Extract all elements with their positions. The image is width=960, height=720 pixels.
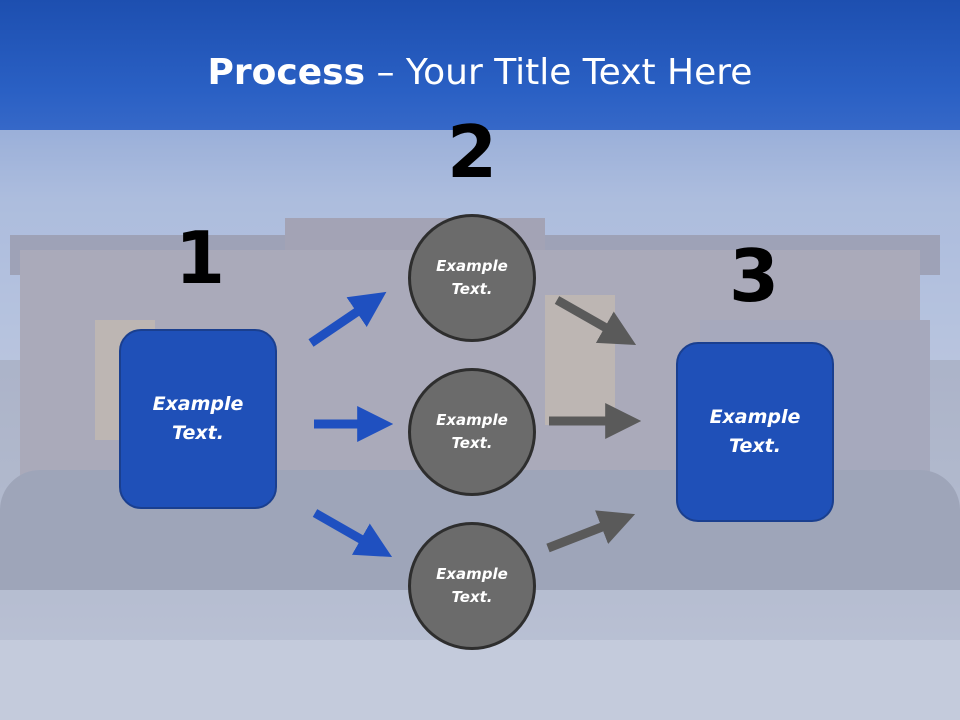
title-bar <box>0 0 960 130</box>
slide-title: Process – Your Title Text Here <box>0 52 960 93</box>
step-3-box[interactable]: Example Text. <box>676 342 834 522</box>
step-1-box-text: Example Text. <box>152 393 244 444</box>
arrow-blue-down <box>312 509 393 558</box>
step-number-2: 2 <box>446 110 498 194</box>
step-2-circle-middle[interactable]: Example Text. <box>408 368 536 496</box>
arrow-blue-up <box>308 291 387 347</box>
slide-title-bold: Process <box>207 52 366 93</box>
circle-text: Example Text. <box>436 565 508 606</box>
circle-text: Example Text. <box>436 257 508 298</box>
step-1-box[interactable]: Example Text. <box>119 329 277 509</box>
arrow-gray-up <box>546 510 636 553</box>
slide-title-rest: – Your Title Text Here <box>365 52 753 93</box>
circle-text: Example Text. <box>436 411 508 452</box>
arrow-gray-down <box>554 296 637 346</box>
step-number-1: 1 <box>174 216 226 300</box>
step-3-box-text: Example Text. <box>709 406 801 457</box>
step-number-3: 3 <box>728 234 780 318</box>
step-2-circle-bottom[interactable]: Example Text. <box>408 522 536 650</box>
step-2-circle-top[interactable]: Example Text. <box>408 214 536 342</box>
